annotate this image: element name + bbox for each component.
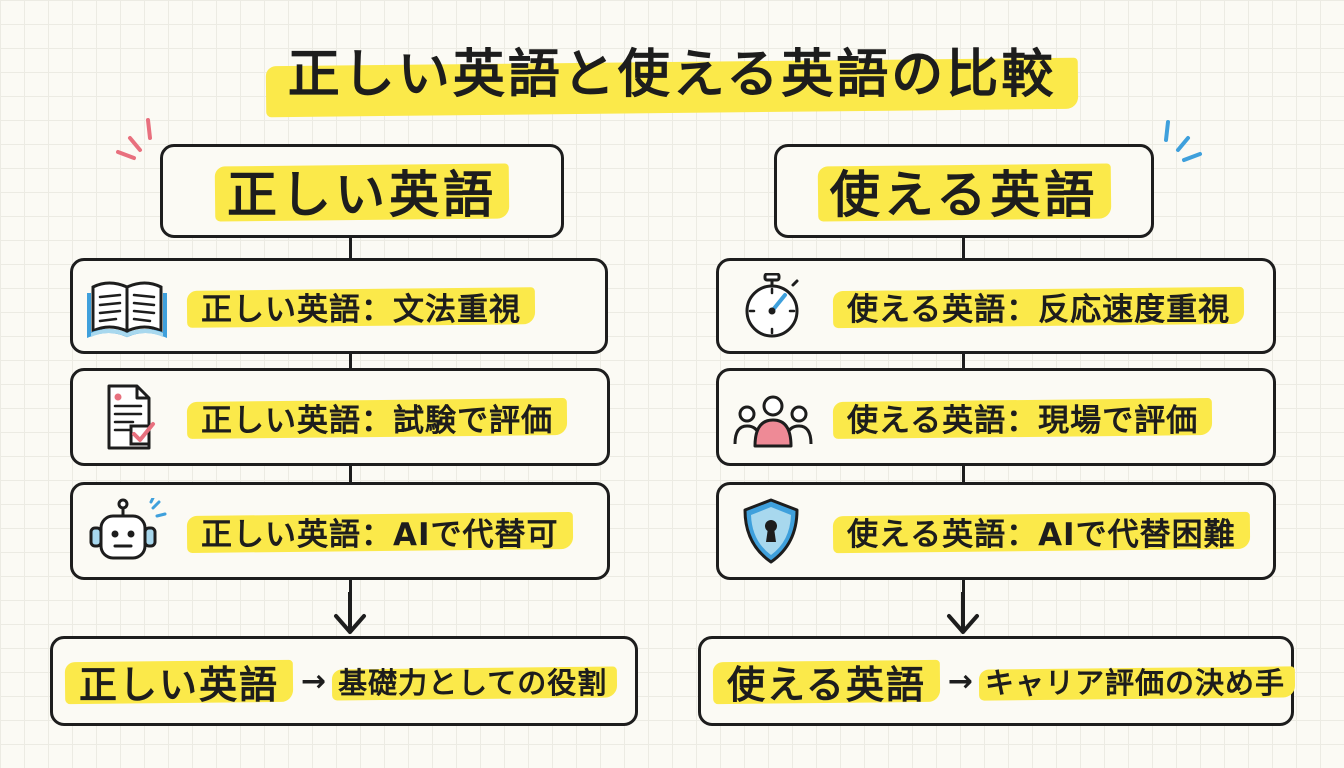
left-item-exam: 正しい英語：試験で評価 <box>70 368 610 466</box>
left-connector <box>349 238 352 260</box>
left-item-exam-text: 正しい英語：試験で評価 <box>201 395 553 440</box>
left-item-grammar: 正しい英語：文法重視 <box>70 258 608 354</box>
right-result-main: 使える英語 <box>727 654 926 709</box>
right-item-speed: 使える英語：反応速度重視 <box>716 258 1276 354</box>
left-down-arrow-icon <box>334 592 366 634</box>
page-title: 正しい英語と使える英語の比較 <box>0 32 1344 107</box>
right-down-arrow-icon <box>947 592 979 634</box>
left-item-ai-text: 正しい英語：AIで代替可 <box>201 509 559 554</box>
right-connector <box>962 466 965 484</box>
right-heading-box: 使える英語 <box>774 144 1154 238</box>
stopwatch-icon <box>733 273 813 339</box>
exam-sheet-icon <box>87 384 167 450</box>
blue-sparkle-icon <box>1164 120 1202 162</box>
open-book-icon <box>87 273 167 339</box>
right-item-ai: 使える英語：AIで代替困難 <box>716 482 1276 580</box>
right-result-sub: キャリア評価の決め手 <box>985 660 1285 702</box>
robot-icon <box>87 498 167 564</box>
right-item-field-text: 使える英語：現場で評価 <box>847 395 1198 440</box>
left-connector <box>349 466 352 484</box>
left-result-box: 正しい英語 → 基礎力としての役割 <box>50 636 638 726</box>
right-connector <box>962 354 965 370</box>
right-connector <box>962 238 965 260</box>
right-item-field: 使える英語：現場で評価 <box>716 368 1276 466</box>
left-heading-box: 正しい英語 <box>160 144 564 238</box>
left-result-sub: 基礎力としての役割 <box>338 660 607 702</box>
people-icon <box>733 384 813 450</box>
left-connector <box>349 354 352 370</box>
right-item-speed-text: 使える英語：反応速度重視 <box>847 284 1230 329</box>
left-result-arrow: → <box>301 663 327 699</box>
right-item-ai-text: 使える英語：AIで代替困難 <box>847 509 1236 554</box>
left-result-main: 正しい英語 <box>79 654 279 709</box>
right-result-box: 使える英語 → キャリア評価の決め手 <box>698 636 1294 726</box>
left-item-grammar-text: 正しい英語：文法重視 <box>201 284 521 329</box>
shield-lock-icon <box>733 498 813 564</box>
right-result-arrow: → <box>947 663 974 699</box>
left-heading: 正しい英語 <box>227 155 497 227</box>
right-heading: 使える英語 <box>830 155 1099 227</box>
left-item-ai: 正しい英語：AIで代替可 <box>70 482 610 580</box>
pink-sparkle-icon <box>116 118 152 160</box>
